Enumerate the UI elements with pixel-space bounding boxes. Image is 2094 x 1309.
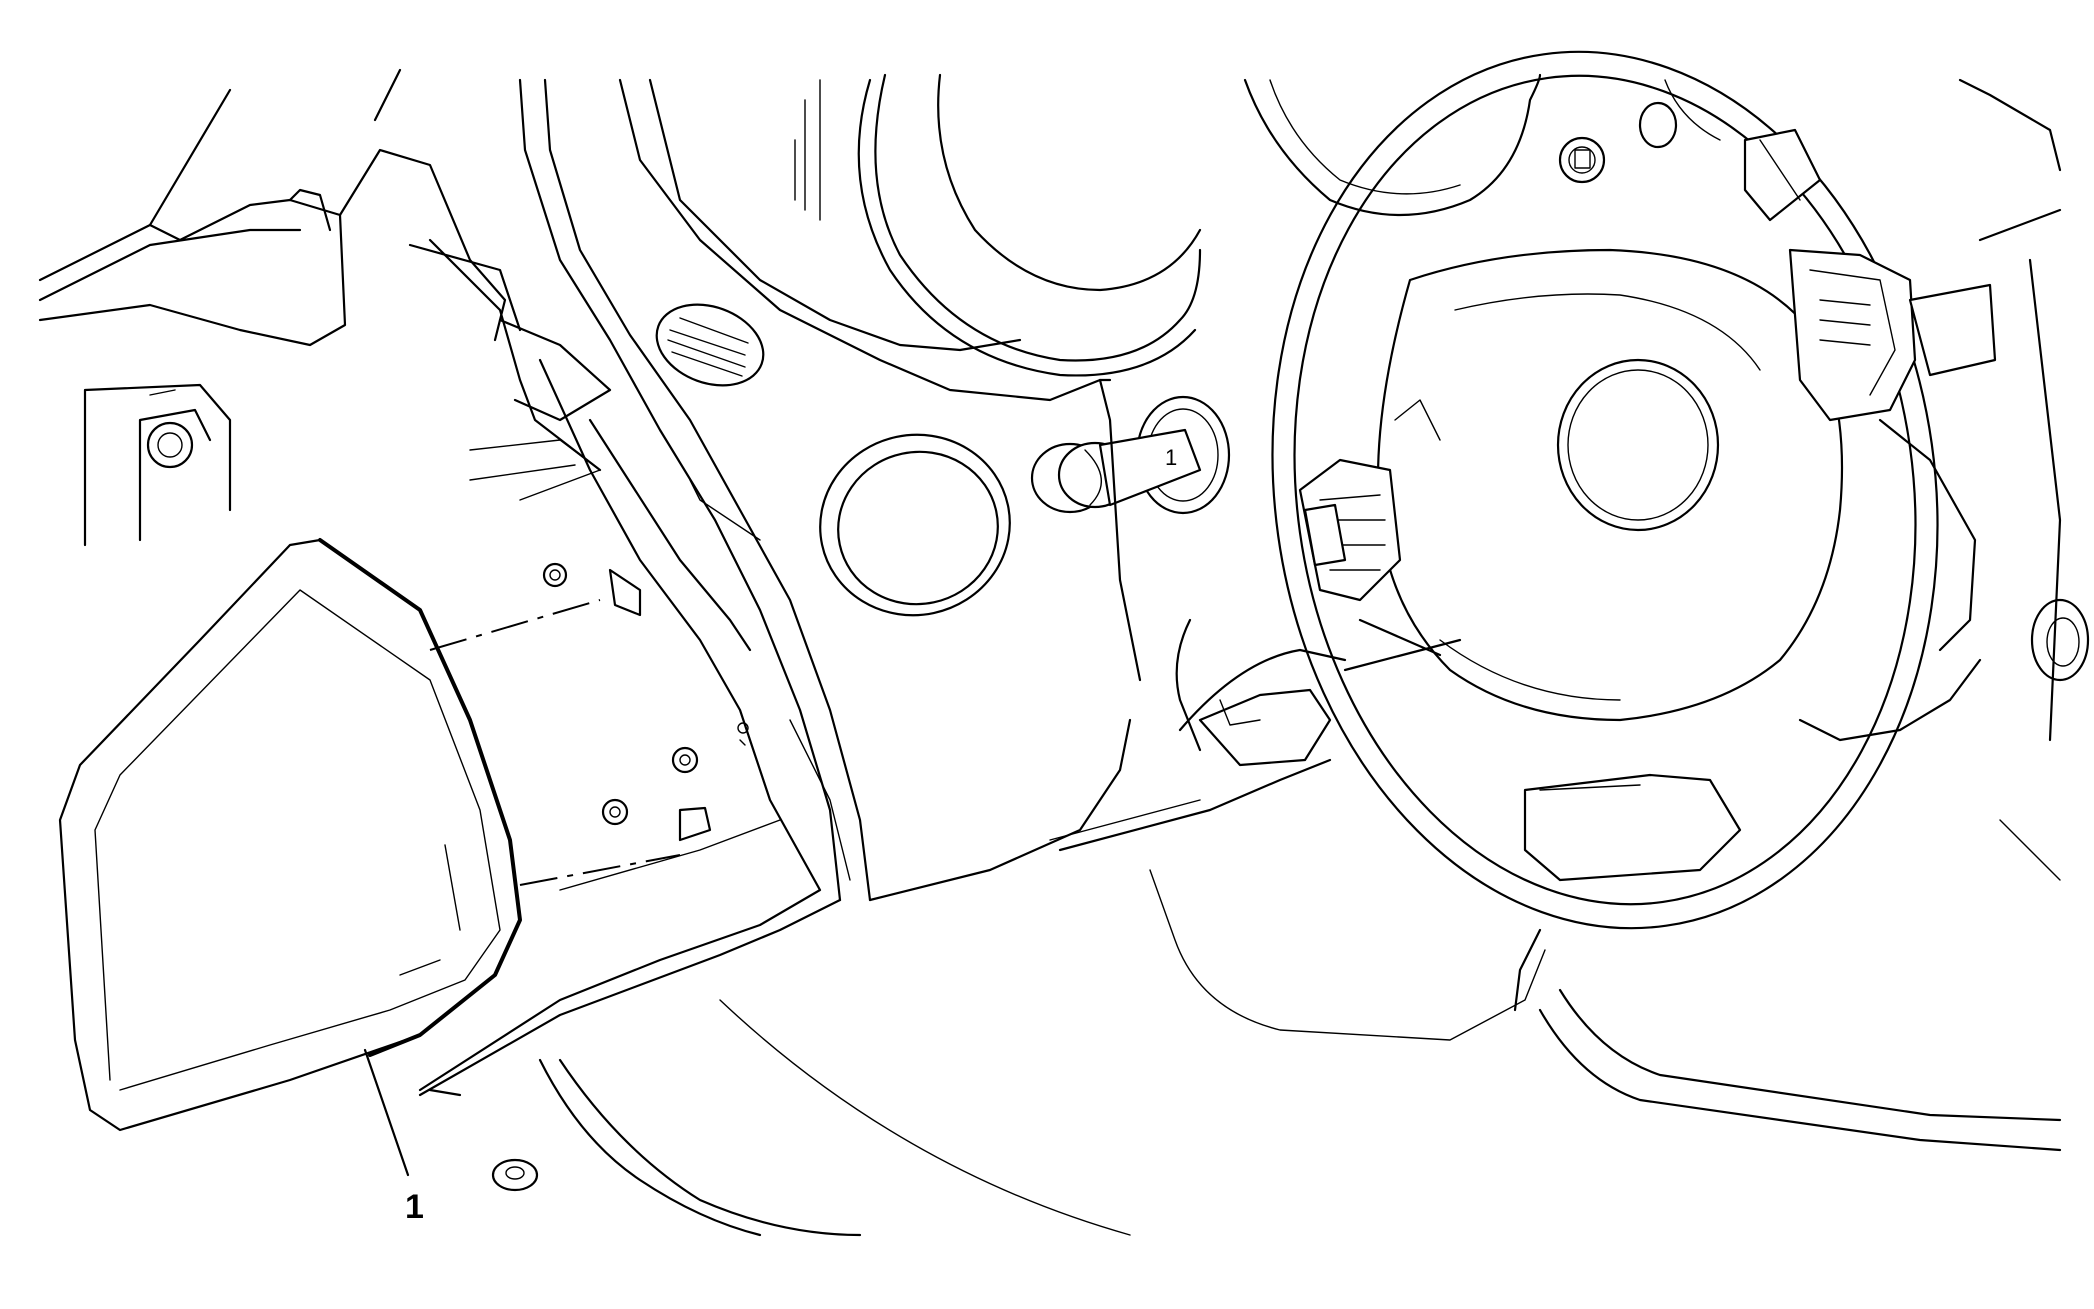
instrument-cluster	[857, 73, 1721, 377]
clip-icon	[678, 806, 712, 842]
steering-wheel	[1271, 50, 1997, 1012]
air-vent	[655, 303, 765, 387]
alignment-line-lower	[519, 854, 681, 886]
ignition-lock-cylinder	[1030, 395, 1231, 515]
clip-icon	[608, 568, 642, 617]
floor-contours	[428, 999, 1131, 1237]
nut-icon	[601, 798, 629, 826]
center-stack-housing	[418, 78, 1132, 1097]
callout-leader-line	[363, 1048, 410, 1177]
right-dash-structure	[1538, 78, 2090, 1152]
fastener-group	[491, 562, 712, 1192]
callout-1: 1	[363, 1048, 424, 1226]
nut-icon	[671, 746, 699, 774]
left-dash-structure	[38, 68, 612, 547]
ignition-marker-label: 1	[1165, 445, 1177, 470]
lower-column-area	[1049, 378, 1546, 1041]
callout-label: 1	[405, 1188, 424, 1226]
lower-left-trim-panel	[418, 358, 822, 1092]
knee-bolster-cover	[58, 538, 522, 1132]
nut-icon	[542, 562, 568, 588]
center-stack-bezel	[819, 433, 1011, 617]
alignment-line-upper	[429, 599, 601, 651]
retainer-nut-icon	[491, 1158, 539, 1192]
